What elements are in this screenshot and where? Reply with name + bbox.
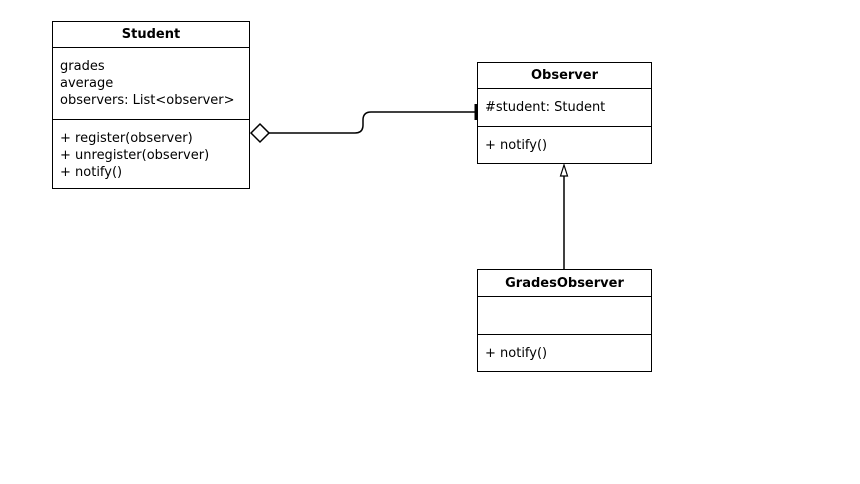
- attribute-grades: grades: [60, 59, 105, 74]
- class-student-attributes: grades average observers: List<observer>: [53, 48, 249, 120]
- class-student[interactable]: Student grades average observers: List<o…: [52, 21, 250, 189]
- operation-notify: + notify(): [485, 345, 548, 361]
- class-grades-observer-operations: + notify(): [478, 335, 651, 371]
- class-grades-observer-attributes: [478, 297, 651, 335]
- operation-unregister: + unregister(observer): [60, 148, 210, 163]
- operation-notify: + notify(): [60, 165, 123, 180]
- class-grades-observer[interactable]: GradesObserver + notify(): [477, 269, 652, 372]
- aggregation-line: [269, 111, 477, 134]
- aggregation-diamond: [249, 122, 271, 144]
- class-observer-operations: + notify(): [478, 127, 651, 163]
- inheritance-arrowhead: [559, 163, 569, 177]
- attribute-student: #student: Student: [485, 100, 606, 115]
- attribute-observers: observers: List<observer>: [60, 93, 235, 108]
- class-observer-name: Observer: [478, 63, 651, 89]
- class-grades-observer-name: GradesObserver: [478, 270, 651, 297]
- operation-notify: + notify(): [485, 137, 548, 153]
- operation-register: + register(observer): [60, 131, 193, 146]
- class-student-operations: + register(observer) + unregister(observ…: [53, 120, 249, 181]
- class-student-name: Student: [53, 22, 249, 48]
- class-observer[interactable]: Observer #student: Student + notify(): [477, 62, 652, 164]
- attribute-average: average: [60, 76, 114, 91]
- class-observer-attributes: #student: Student: [478, 89, 651, 127]
